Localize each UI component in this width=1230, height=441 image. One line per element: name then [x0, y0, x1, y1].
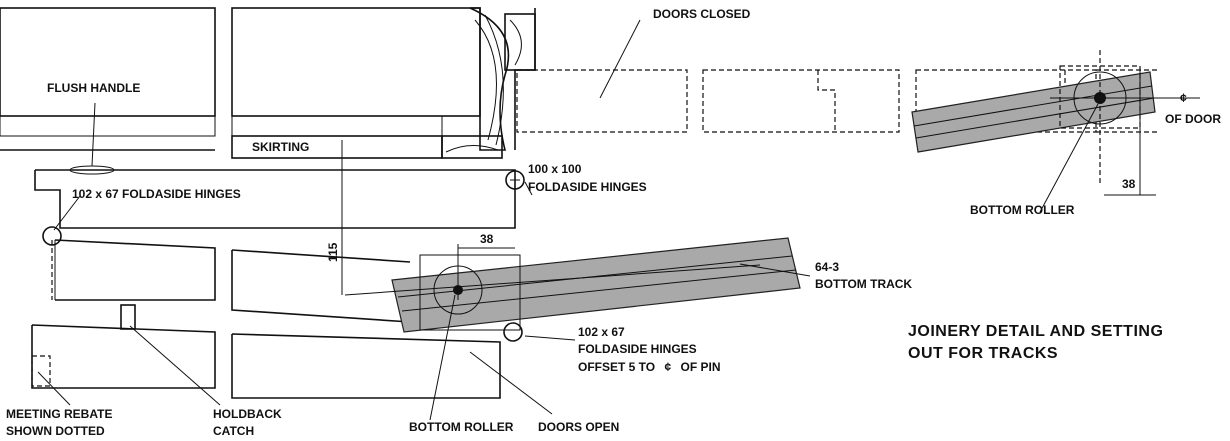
label-hinges-100-line2: FOLDASIDE HINGES: [528, 180, 647, 194]
label-flush-handle: FLUSH HANDLE: [47, 81, 140, 95]
title-line1: JOINERY DETAIL AND SETTING: [908, 323, 1163, 340]
label-dim-38-left: 38: [480, 232, 494, 246]
label-holdback-line2: CATCH: [213, 424, 254, 438]
label-hinges-100-line1: 100 x 100: [528, 162, 582, 176]
label-bottom-track-line1: 64-3: [815, 260, 839, 274]
label-meeting-rebate-line1: MEETING REBATE: [6, 407, 112, 421]
label-hinges-102-top: 102 x 67 FOLDASIDE HINGES: [72, 187, 241, 201]
label-dim-38-right: 38: [1122, 177, 1136, 191]
label-skirting: SKIRTING: [252, 140, 309, 154]
centerline-symbol: ¢: [664, 360, 671, 374]
labels: DOORS CLOSED FLUSH HANDLE SKIRTING 102 x…: [6, 7, 1221, 438]
label-bottom-track-line2: BOTTOM TRACK: [815, 277, 912, 291]
leader-lines: [37, 19, 811, 421]
label-hinges-offset-post: OF PIN: [681, 360, 721, 374]
folding-doors-left: [31, 165, 525, 399]
label-doors-closed: DOORS CLOSED: [653, 7, 751, 21]
wall-section: [0, 7, 536, 159]
label-hinges-offset-line3: OFFSET 5 TO ¢ OF PIN: [578, 360, 721, 374]
label-hinges-offset-pre: OFFSET 5 TO: [578, 360, 655, 374]
title-line2: OUT FOR TRACKS: [908, 345, 1058, 362]
label-bottom-roller-right: BOTTOM ROLLER: [970, 203, 1075, 217]
label-bottom-roller-left: BOTTOM ROLLER: [409, 420, 514, 434]
label-centerline-right: ¢: [1180, 91, 1187, 105]
bottom-roller-detail-right: [911, 50, 1200, 213]
label-meeting-rebate-line2: SHOWN DOTTED: [6, 424, 105, 438]
label-hinges-offset-line1: 102 x 67: [578, 325, 625, 339]
label-dim-115: 115: [326, 242, 340, 262]
label-holdback-line1: HOLDBACK: [213, 407, 282, 421]
label-of-door: OF DOOR: [1165, 112, 1221, 126]
bottom-track-open: [344, 237, 801, 333]
label-doors-open: DOORS OPEN: [538, 420, 619, 434]
dimension-lines: [341, 140, 515, 300]
label-hinges-offset-line2: FOLDASIDE HINGES: [578, 342, 697, 356]
